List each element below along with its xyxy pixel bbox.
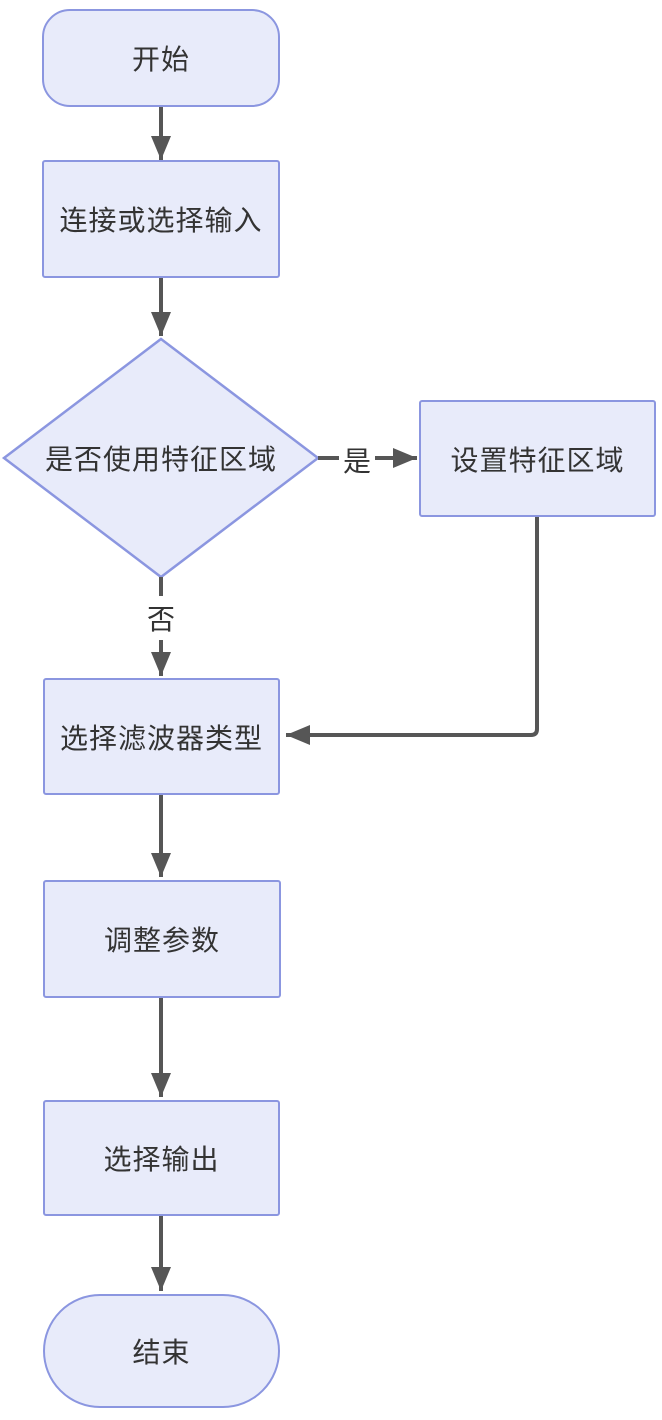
- node-connect-input-label: 连接或选择输入: [59, 205, 263, 236]
- node-end: 结束: [43, 1294, 280, 1408]
- edge-label-yes: 是: [339, 438, 375, 482]
- edge-label-no: 否: [142, 596, 180, 640]
- node-start: 开始: [42, 9, 280, 107]
- edge-feature-filter: [286, 517, 539, 745]
- node-connect-input: 连接或选择输入: [42, 160, 280, 278]
- node-select-filter-type-label: 选择滤波器类型: [59, 722, 263, 754]
- node-adjust-params: 调整参数: [43, 880, 281, 998]
- node-select-output-label: 选择输出: [103, 1144, 220, 1175]
- node-set-feature-region-label: 设置特征区域: [450, 444, 625, 476]
- node-select-filter-type: 选择滤波器类型: [43, 678, 280, 795]
- node-start-label: 开始: [131, 44, 190, 75]
- node-decision-label: 是否使用特征区域: [44, 444, 277, 475]
- node-set-feature-region: 设置特征区域: [419, 400, 656, 517]
- node-decision: 是否使用特征区域: [4, 339, 318, 577]
- node-adjust-params-label: 调整参数: [103, 925, 220, 956]
- node-end-label: 结束: [132, 1337, 191, 1368]
- node-select-output: 选择输出: [43, 1100, 280, 1216]
